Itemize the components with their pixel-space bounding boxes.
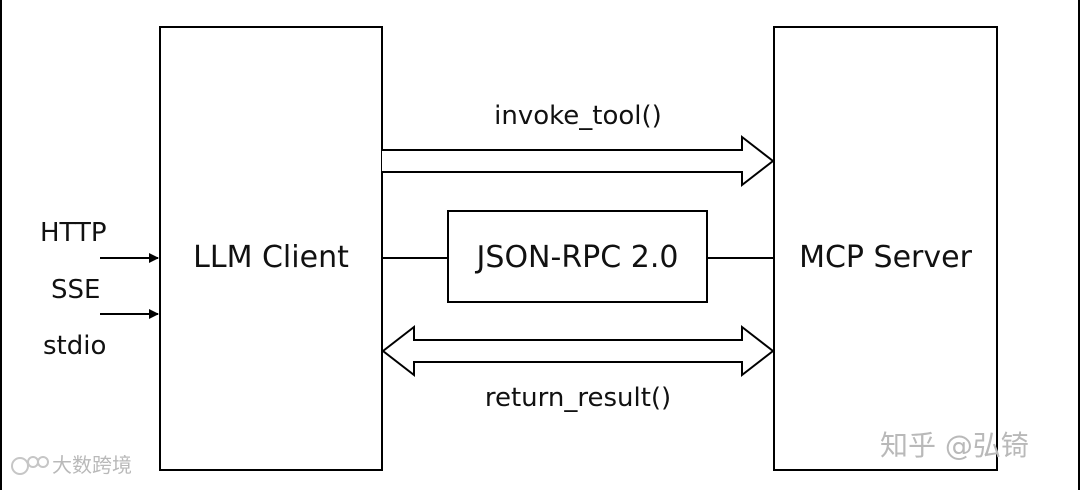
watermark-logo-icon [11,456,49,475]
input-label-http: HTTP [40,218,107,248]
input-label-stdio: stdio [43,331,107,361]
json-rpc-label: JSON-RPC 2.0 [476,240,679,275]
return-result-label: return_result() [484,383,672,413]
llm-client-label: LLM Client [193,240,349,275]
watermark-left: 大数跨境 [52,453,132,477]
watermark-right: 知乎 @弘锜 [880,429,1029,462]
json-rpc-box [447,210,708,303]
input-label-sse: SSE [51,275,101,305]
llm-client-box [159,26,383,471]
mcp-server-label: MCP Server [799,240,972,275]
invoke-tool-arrow [382,134,775,188]
return-result-arrow [381,324,775,378]
invoke-tool-label: invoke_tool() [494,101,662,131]
mcp-server-box [773,26,998,471]
